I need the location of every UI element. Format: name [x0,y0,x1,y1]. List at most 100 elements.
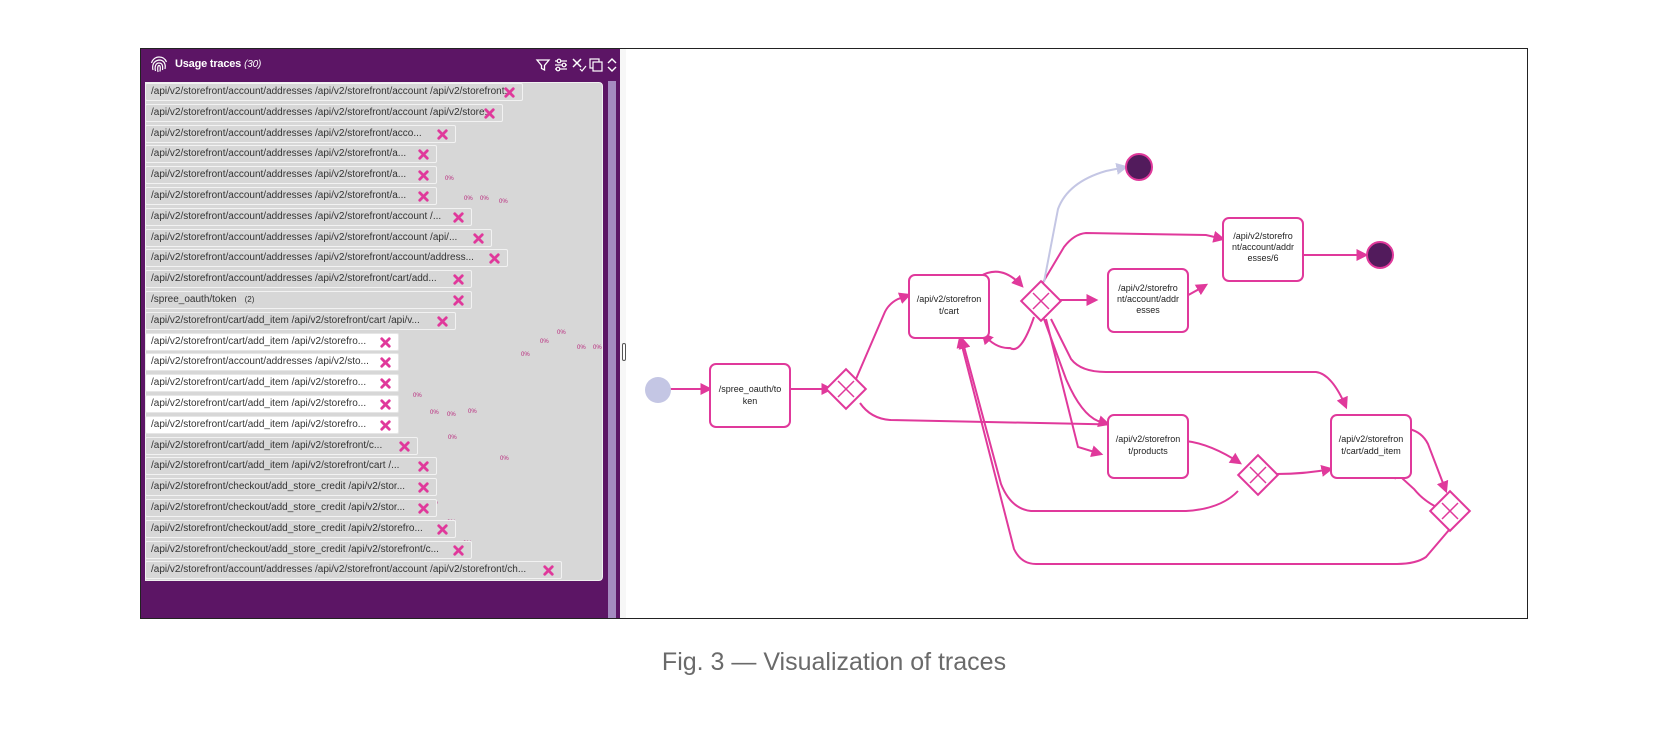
trace-row[interactable]: /api/v2/storefront/cart/add_item /api/v2… [145,436,418,455]
collapse-icon[interactable] [604,57,620,73]
node-label: /api/v2/storefron [917,294,982,304]
edge-gw1-cart [855,292,912,380]
trace-row[interactable]: /api/v2/storefront/account/addresses /ap… [145,353,399,372]
remove-trace-icon[interactable] [416,189,431,204]
node-label: ken [743,396,758,406]
svg-text:/api/v2/storefront/cart: /api/v2/storefront/cart [917,294,982,316]
remove-trace-icon[interactable] [378,418,393,433]
trace-row[interactable]: /api/v2/storefront/checkout/add_store_cr… [145,499,437,517]
edge-gw1-products [859,402,1139,431]
trace-label: /api/v2/storefront/account/addresses /ap… [151,210,442,222]
remove-trace-icon[interactable] [378,376,393,391]
remove-trace-icon[interactable] [451,293,466,308]
trace-row[interactable]: /api/v2/storefront/cart/add_item /api/v2… [145,374,399,393]
xor-gateway[interactable] [1428,489,1472,533]
figure-caption: Fig. 3 — Visualization of traces [661,648,1007,676]
copy-icon[interactable] [588,57,604,73]
trace-label: /api/v2/storefront/account/addresses /ap… [151,169,407,181]
remove-trace-icon[interactable] [451,543,466,558]
remove-trace-icon[interactable] [416,501,431,516]
remove-trace-icon[interactable] [482,106,497,121]
trace-row[interactable]: /api/v2/storefront/cart/add_item /api/v2… [145,457,437,476]
trace-row[interactable]: /api/v2/storefront/account/addresses /ap… [145,145,437,164]
trace-row[interactable]: /api/v2/storefront/checkout/add_store_cr… [145,540,472,559]
trace-row[interactable]: /api/v2/storefront/account/addresses /ap… [145,207,472,226]
remove-trace-icon[interactable] [397,439,412,454]
remove-trace-icon[interactable] [451,272,466,287]
trace-row[interactable]: /api/v2/storefront/account/addresses /ap… [145,561,562,580]
scrollbar[interactable] [608,81,616,618]
trace-row[interactable]: /api/v2/storefront/checkout/add_store_cr… [145,519,456,538]
remove-trace-icon[interactable] [435,127,450,142]
trace-label: /api/v2/storefront/cart/add_item /api/v2… [151,314,420,326]
node-label: /api/v2/storefron [1339,434,1404,444]
remove-trace-icon[interactable] [451,210,466,225]
trace-row[interactable]: /api/v2/storefront/account/addresses /ap… [145,166,437,185]
trace-row[interactable]: /api/v2/storefront/cart/add_item /api/v2… [145,395,399,413]
trace-row[interactable]: /api/v2/storefront/checkout/add_store_cr… [145,478,437,497]
remove-trace-icon[interactable] [416,459,431,474]
remove-trace-icon[interactable] [435,522,450,537]
similarity-label: 0% [593,345,602,351]
trace-list[interactable]: 0%0%0%0%0%0%0%0%0%0%0%0%0%0%0%0%0%0%/api… [145,81,620,618]
trace-row[interactable]: /spree_oauth/token(2) [145,291,472,309]
similarity-label: 0% [413,393,422,399]
trace-label: /api/v2/storefront/cart/add_item /api/v2… [151,439,383,451]
start-event[interactable] [645,377,671,403]
remove-trace-icon[interactable] [378,397,393,412]
trace-row[interactable]: /api/v2/storefront/account/addresses /ap… [145,83,523,101]
trace-row[interactable]: /api/v2/storefront/cart/add_item /api/v2… [145,311,456,330]
similarity-label: 0% [447,412,456,418]
remove-trace-icon[interactable] [487,251,502,266]
trace-row[interactable]: /api/v2/storefront/account/addresses /ap… [145,187,437,205]
trace-row[interactable]: /api/v2/storefront/account/addresses /ap… [145,103,503,122]
splitter[interactable] [620,49,626,618]
trace-label: /api/v2/storefront/account/addresses /ap… [151,273,437,285]
trace-row[interactable]: /api/v2/storefront/account/addresses /ap… [145,249,508,268]
trace-row[interactable]: /api/v2/storefront/account/addresses /ap… [145,270,472,289]
panel-title-text: Usage traces [175,58,242,70]
remove-trace-icon[interactable] [378,335,393,350]
sliders-icon[interactable] [553,57,569,73]
similarity-label: 0% [577,345,586,351]
remove-trace-icon[interactable] [416,480,431,495]
remove-trace-icon[interactable] [435,314,450,329]
trace-row[interactable]: /api/v2/storefront/cart/add_item /api/v2… [145,415,399,434]
remove-trace-icon[interactable] [502,85,517,100]
node-label: esses/6 [1247,253,1278,263]
end-event[interactable] [1125,153,1153,181]
edge-gw4-cart [956,335,1450,565]
similarity-label: 0% [464,196,473,202]
xor-gateway[interactable] [824,367,868,411]
trace-label: /api/v2/storefront/checkout/add_store_cr… [151,502,406,513]
node-add-item[interactable]: /api/v2/storefron t/cart/add_item [1330,414,1412,479]
xor-gateway[interactable] [1019,279,1063,323]
remove-trace-icon[interactable] [416,168,431,183]
trace-row[interactable]: /api/v2/storefront/cart/add_item /api/v2… [145,332,399,351]
trace-label: /api/v2/storefront/cart/add_item /api/v2… [151,335,367,347]
funnel-icon[interactable] [535,57,551,73]
svg-text:/api/v2/storefront/products: /api/v2/storefront/products [1116,434,1181,456]
similarity-label: 0% [430,410,439,416]
xor-gateway[interactable] [1236,453,1280,497]
trace-label: /api/v2/storefront/account/addresses /ap… [151,86,513,97]
splitter-grip[interactable] [622,343,626,361]
end-event[interactable] [1366,241,1394,269]
trace-group[interactable] [145,82,603,582]
trace-label: /api/v2/storefront/cart/add_item /api/v2… [151,460,400,472]
trace-row[interactable]: /api/v2/storefront/account/addresses /ap… [145,228,492,247]
trace-row[interactable]: /api/v2/storefront/account/addresses /ap… [145,124,456,143]
remove-trace-icon[interactable] [416,147,431,162]
node-label: t/cart/add_item [1341,446,1401,456]
clear-filter-icon[interactable] [571,57,587,73]
remove-trace-icon[interactable] [541,563,556,578]
scrollbar-thumb[interactable] [608,81,616,618]
remove-trace-icon[interactable] [378,355,393,370]
edge-products-gw3 [1185,440,1243,465]
remove-trace-icon[interactable] [471,231,486,246]
